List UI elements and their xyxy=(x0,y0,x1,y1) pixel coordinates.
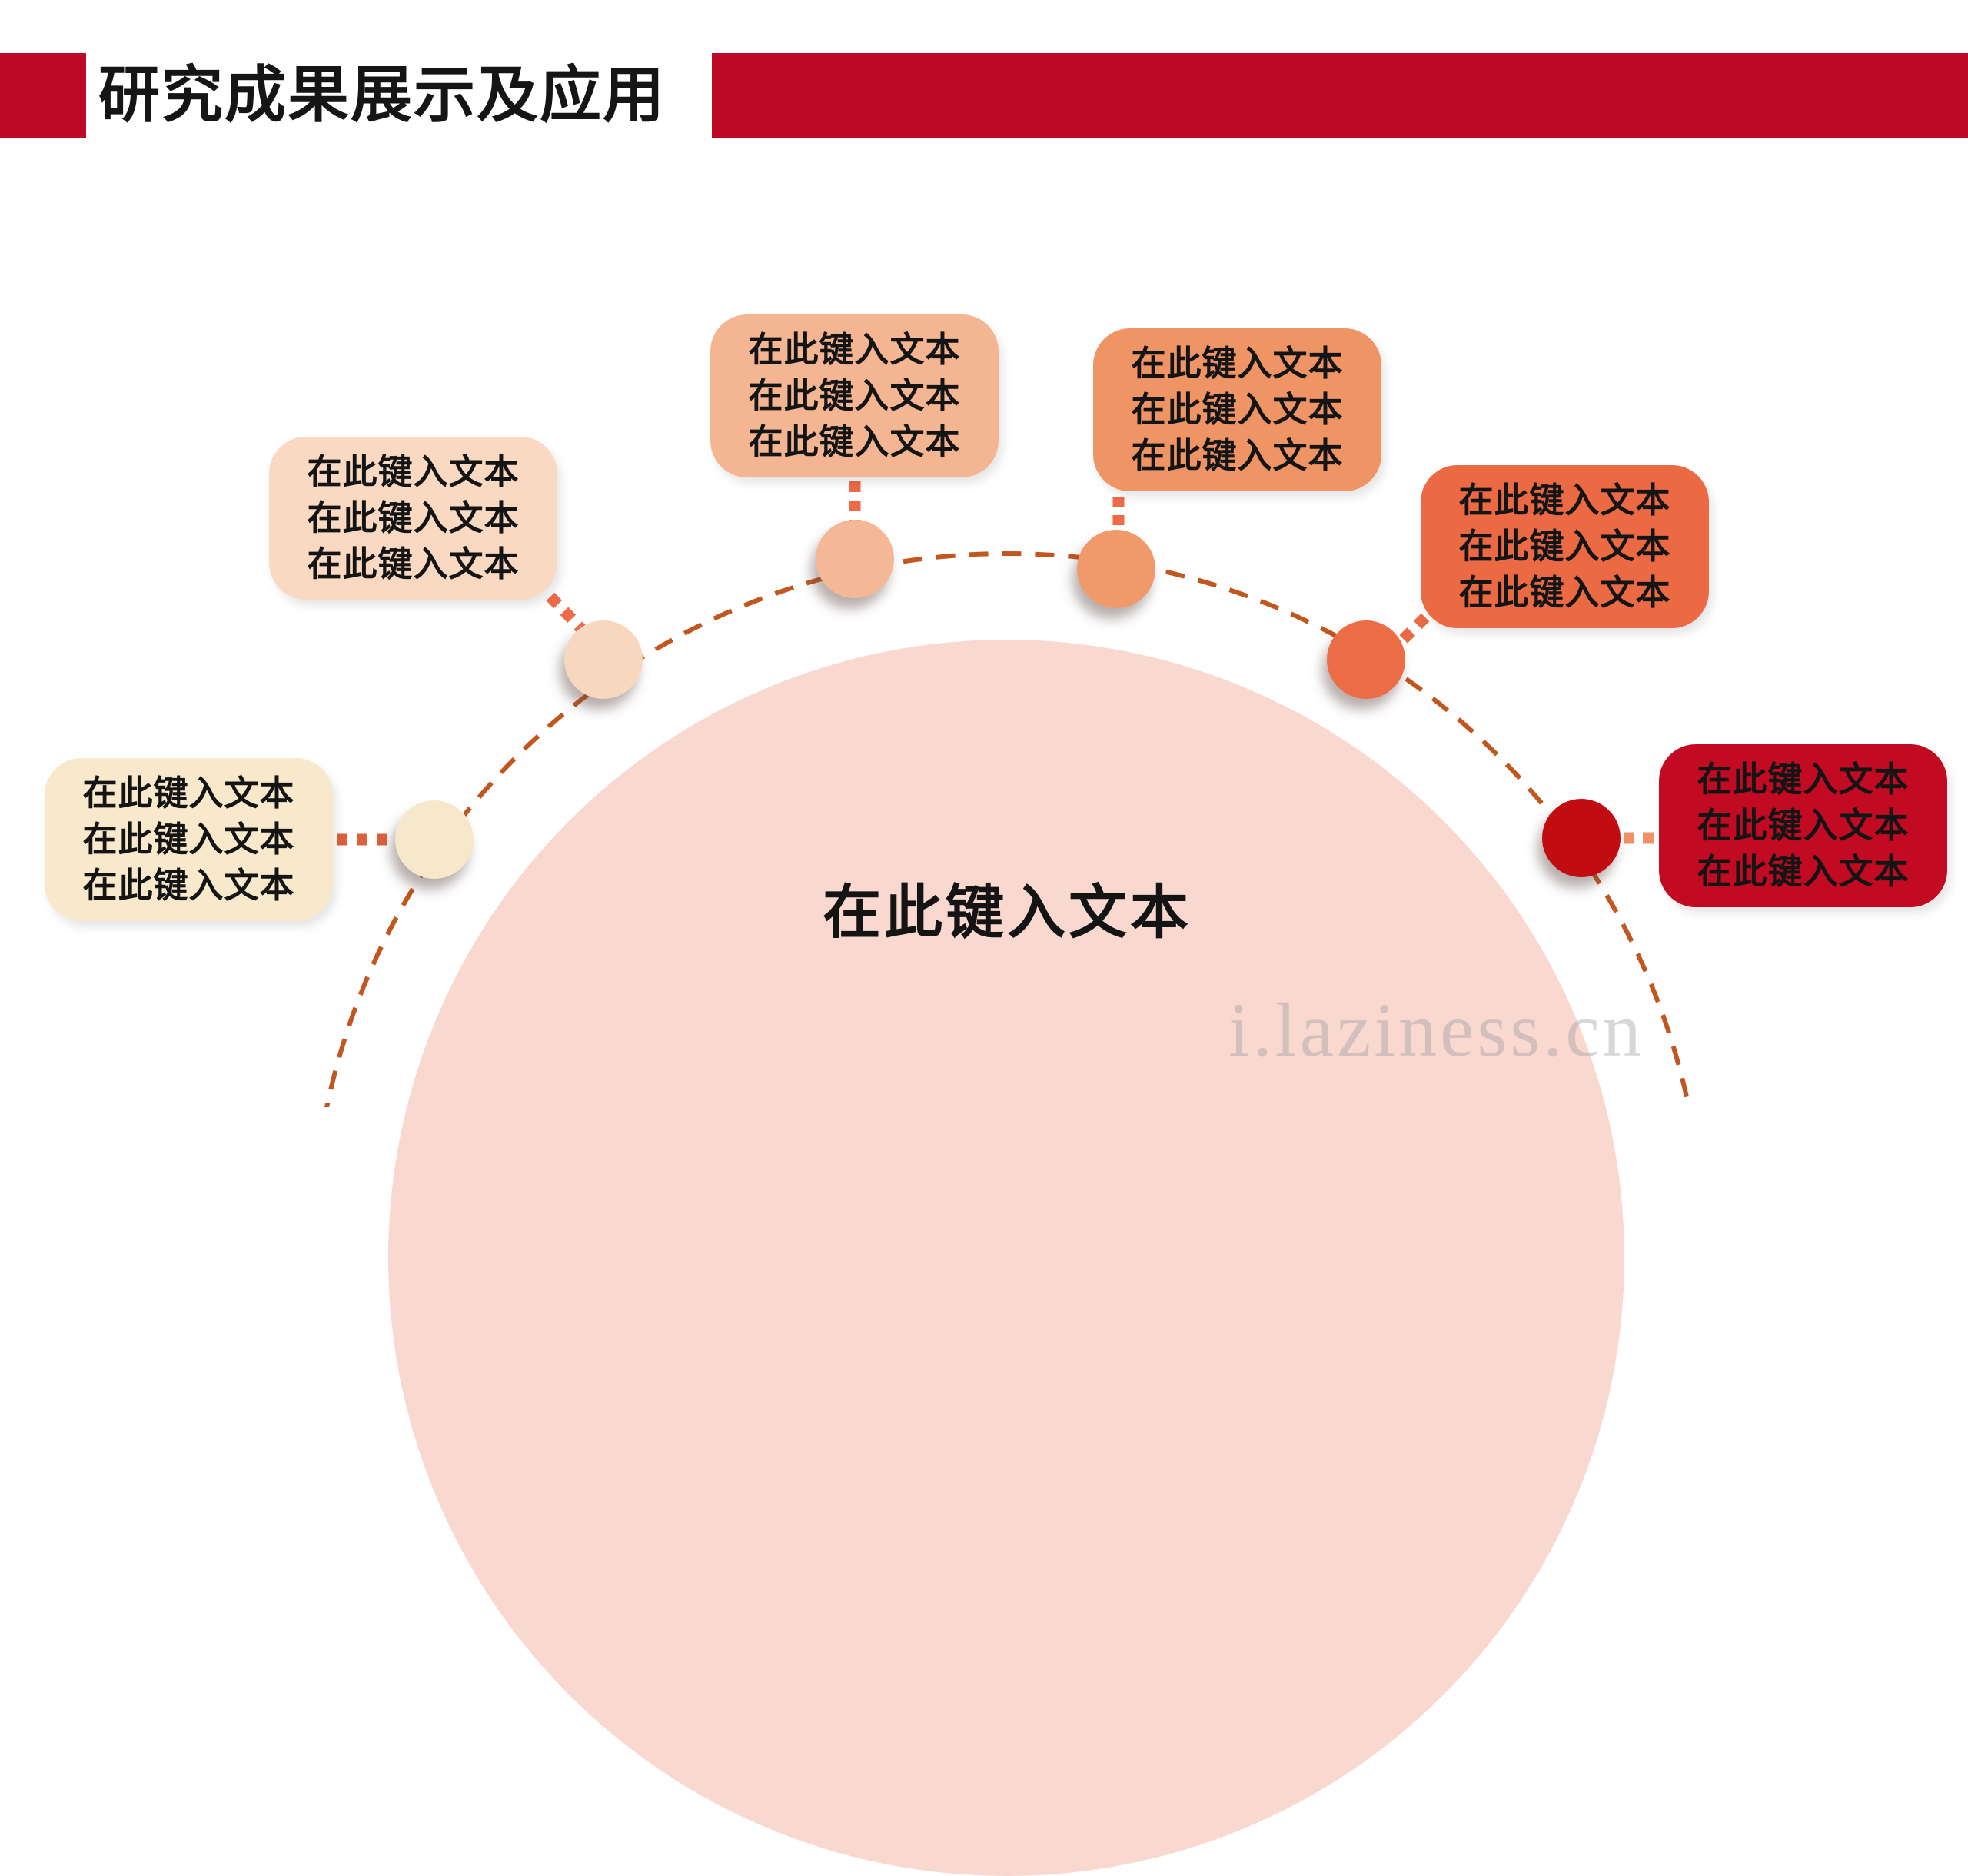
step-dot-3 xyxy=(816,520,894,598)
callout-3[interactable]: 在此键入文本 在此键入文本 在此键入文本 xyxy=(710,314,999,477)
callout-5[interactable]: 在此键入文本 在此键入文本 在此键入文本 xyxy=(1421,465,1709,628)
callout-2-line-2: 在此键入文本 xyxy=(307,498,520,537)
callout-2-line-1: 在此键入文本 xyxy=(307,452,520,491)
callout-5-line-3: 在此键入文本 xyxy=(1458,573,1671,612)
callout-3-line-1: 在此键入文本 xyxy=(748,330,961,369)
callout-6[interactable]: 在此键入文本 在此键入文本 在此键入文本 xyxy=(1659,744,1947,907)
callout-4-line-3: 在此键入文本 xyxy=(1131,436,1344,475)
callout-4-line-2: 在此键入文本 xyxy=(1131,390,1344,429)
callout-4-line-1: 在此键入文本 xyxy=(1131,344,1344,383)
callout-1-line-2: 在此键入文本 xyxy=(82,820,295,859)
step-dot-4 xyxy=(1077,530,1155,608)
title-accent-square xyxy=(0,53,86,138)
callout-6-line-2: 在此键入文本 xyxy=(1697,806,1910,845)
callout-2[interactable]: 在此键入文本 在此键入文本 在此键入文本 xyxy=(269,437,557,600)
step-dot-5 xyxy=(1327,620,1405,699)
main-circle xyxy=(388,640,1624,1876)
center-placeholder-label[interactable]: 在此键入文本 xyxy=(823,880,1192,946)
title-decorative-bar xyxy=(712,53,1968,138)
step-dot-6 xyxy=(1542,799,1621,877)
callout-1-line-3: 在此键入文本 xyxy=(82,866,295,905)
callout-1[interactable]: 在此键入文本 在此键入文本 在此键入文本 xyxy=(45,758,333,921)
page-title: 研究成果展示及应用 xyxy=(98,61,666,129)
step-dot-2 xyxy=(564,620,643,699)
callout-5-line-1: 在此键入文本 xyxy=(1458,481,1671,520)
callout-4[interactable]: 在此键入文本 在此键入文本 在此键入文本 xyxy=(1093,328,1381,491)
callout-3-line-2: 在此键入文本 xyxy=(748,376,961,415)
callout-6-line-1: 在此键入文本 xyxy=(1697,760,1910,799)
watermark: i.laziness.cn xyxy=(1228,987,1644,1073)
callout-3-line-3: 在此键入文本 xyxy=(748,422,961,461)
callout-5-line-2: 在此键入文本 xyxy=(1458,527,1671,566)
callout-6-line-3: 在此键入文本 xyxy=(1697,852,1910,891)
step-dot-1 xyxy=(395,800,474,879)
callout-1-line-1: 在此键入文本 xyxy=(82,773,295,813)
callout-2-line-3: 在此键入文本 xyxy=(307,544,520,584)
